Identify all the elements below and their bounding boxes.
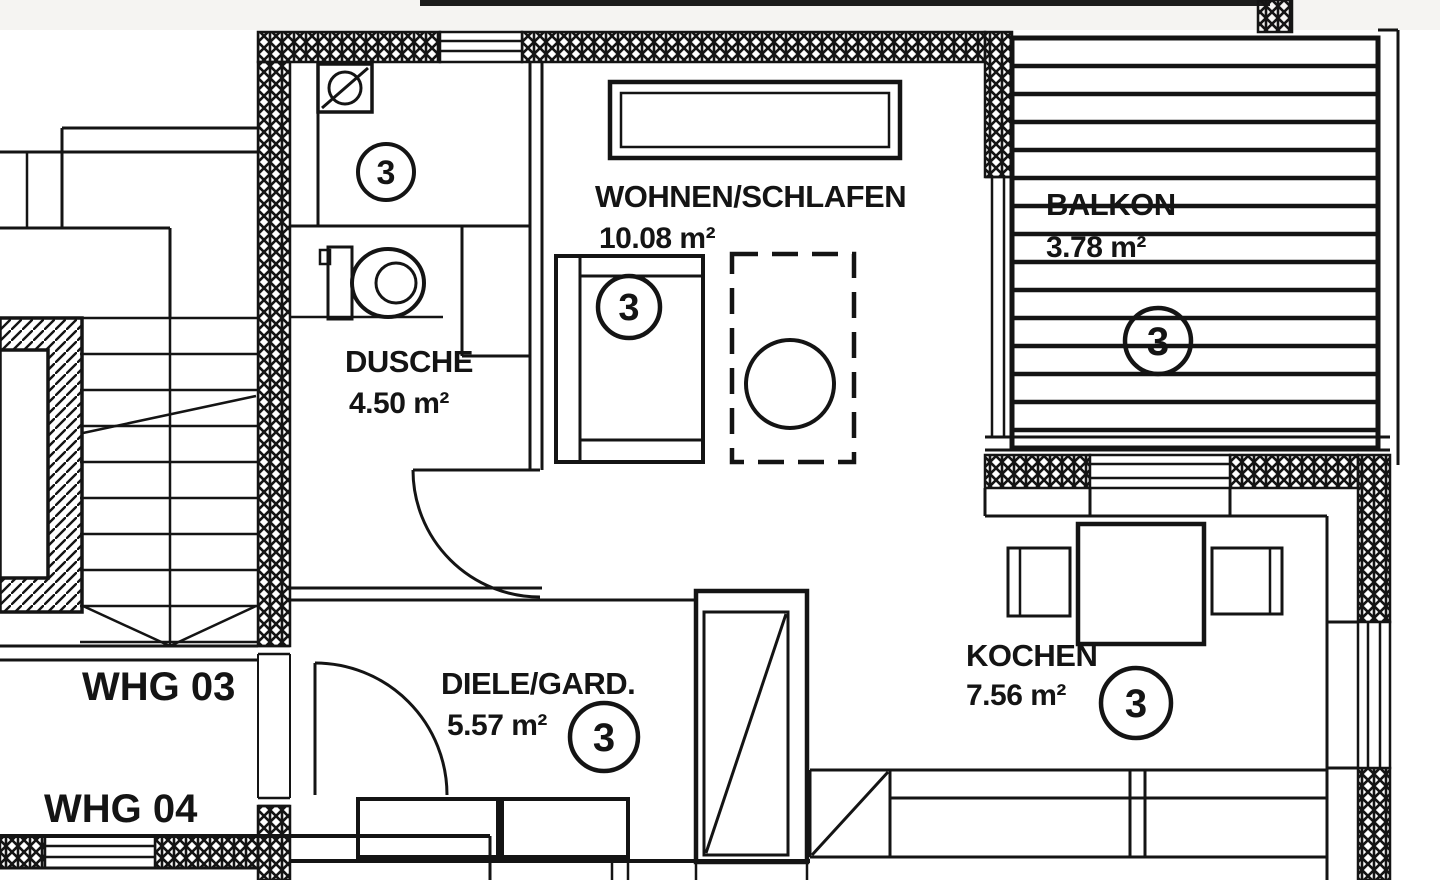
living-room	[554, 79, 903, 465]
label-diele-name: DIELE/GARD.	[441, 666, 635, 701]
scan-cut-line	[420, 0, 1270, 6]
sofa-sideboard	[607, 79, 903, 161]
label-kochen-name: KOCHEN	[966, 638, 1097, 673]
label-balkon-area: 3.78 m²	[1046, 231, 1146, 264]
dining-table	[1075, 521, 1207, 647]
label-whg04: WHG 04	[44, 787, 198, 831]
label-diele-area: 5.57 m²	[447, 709, 547, 742]
marker-kochen-number: 3	[1125, 682, 1147, 726]
marker-diele-number: 3	[593, 716, 615, 760]
floor-drain	[316, 62, 374, 114]
marker-balkon: 3	[1122, 305, 1194, 377]
dashed-furniture-zone	[729, 251, 857, 465]
exterior-walls	[0, 0, 1392, 880]
kitchen	[693, 521, 1327, 865]
stairwell	[0, 126, 258, 662]
marker-wohnen: 3	[595, 273, 663, 341]
bathroom-door	[411, 468, 541, 599]
marker-kochen: 3	[1098, 665, 1174, 741]
bathroom-south-wall	[290, 586, 696, 602]
marker-diele: 3	[567, 700, 641, 774]
window-under-balcony	[1088, 453, 1232, 490]
label-whg03: WHG 03	[82, 665, 235, 709]
marker-dusche: 3	[356, 142, 416, 202]
shower-partition	[460, 226, 530, 358]
marker-wohnen-number: 3	[618, 287, 639, 329]
window-bottom-left	[43, 834, 157, 870]
window-right-wall	[1356, 620, 1392, 770]
window-top	[438, 30, 524, 64]
label-wohnen-name: WOHNEN/SCHLAFEN	[595, 179, 906, 214]
bed	[554, 254, 705, 464]
stair-core-wall	[0, 316, 84, 614]
label-balkon-name: BALKON	[1046, 187, 1176, 222]
kitchen-counter	[808, 768, 1327, 859]
stair-treads	[80, 316, 258, 648]
label-wohnen-area: 10.08 m²	[599, 222, 716, 255]
bathroom-east-wall	[528, 62, 544, 470]
unit-markers: 3 3 3 3 3	[356, 142, 1194, 774]
wardrobe-cabinets	[356, 797, 630, 859]
bathroom	[290, 62, 696, 602]
chair-right	[1210, 546, 1284, 616]
entrance-opening	[257, 644, 291, 808]
marker-balkon-number: 3	[1147, 320, 1169, 364]
chair-left	[1006, 546, 1072, 618]
inner-wall-faces	[0, 488, 1358, 880]
balcony-outer-rail	[1378, 28, 1400, 465]
windows	[43, 30, 1392, 870]
labels: WOHNEN/SCHLAFEN 10.08 m² BALKON 3.78 m² …	[44, 179, 1176, 831]
balcony	[985, 28, 1400, 465]
marker-dusche-number: 3	[377, 154, 396, 192]
hall	[290, 661, 810, 880]
toilet	[318, 245, 426, 321]
label-dusche-area: 4.50 m²	[349, 387, 449, 420]
label-dusche-name: DUSCHE	[345, 344, 473, 379]
window-balcony-column	[985, 175, 1012, 437]
balcony-deck-lines	[1012, 63, 1378, 433]
entrance-door	[313, 661, 449, 796]
label-kochen-area: 7.56 m²	[966, 679, 1066, 712]
